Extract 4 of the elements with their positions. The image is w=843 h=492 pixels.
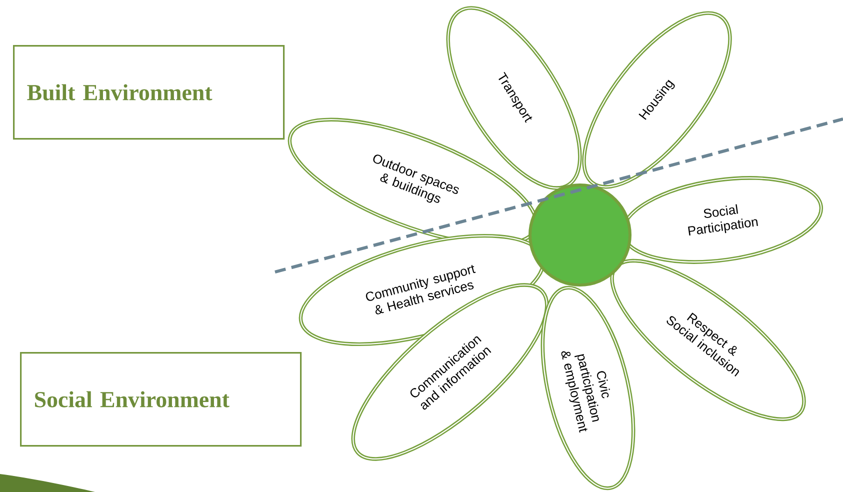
petal: Social Participation — [621, 176, 823, 264]
environment-box: Social Environment — [20, 352, 302, 447]
environment-box: Built Environment — [13, 45, 285, 140]
center-disc — [528, 183, 632, 286]
